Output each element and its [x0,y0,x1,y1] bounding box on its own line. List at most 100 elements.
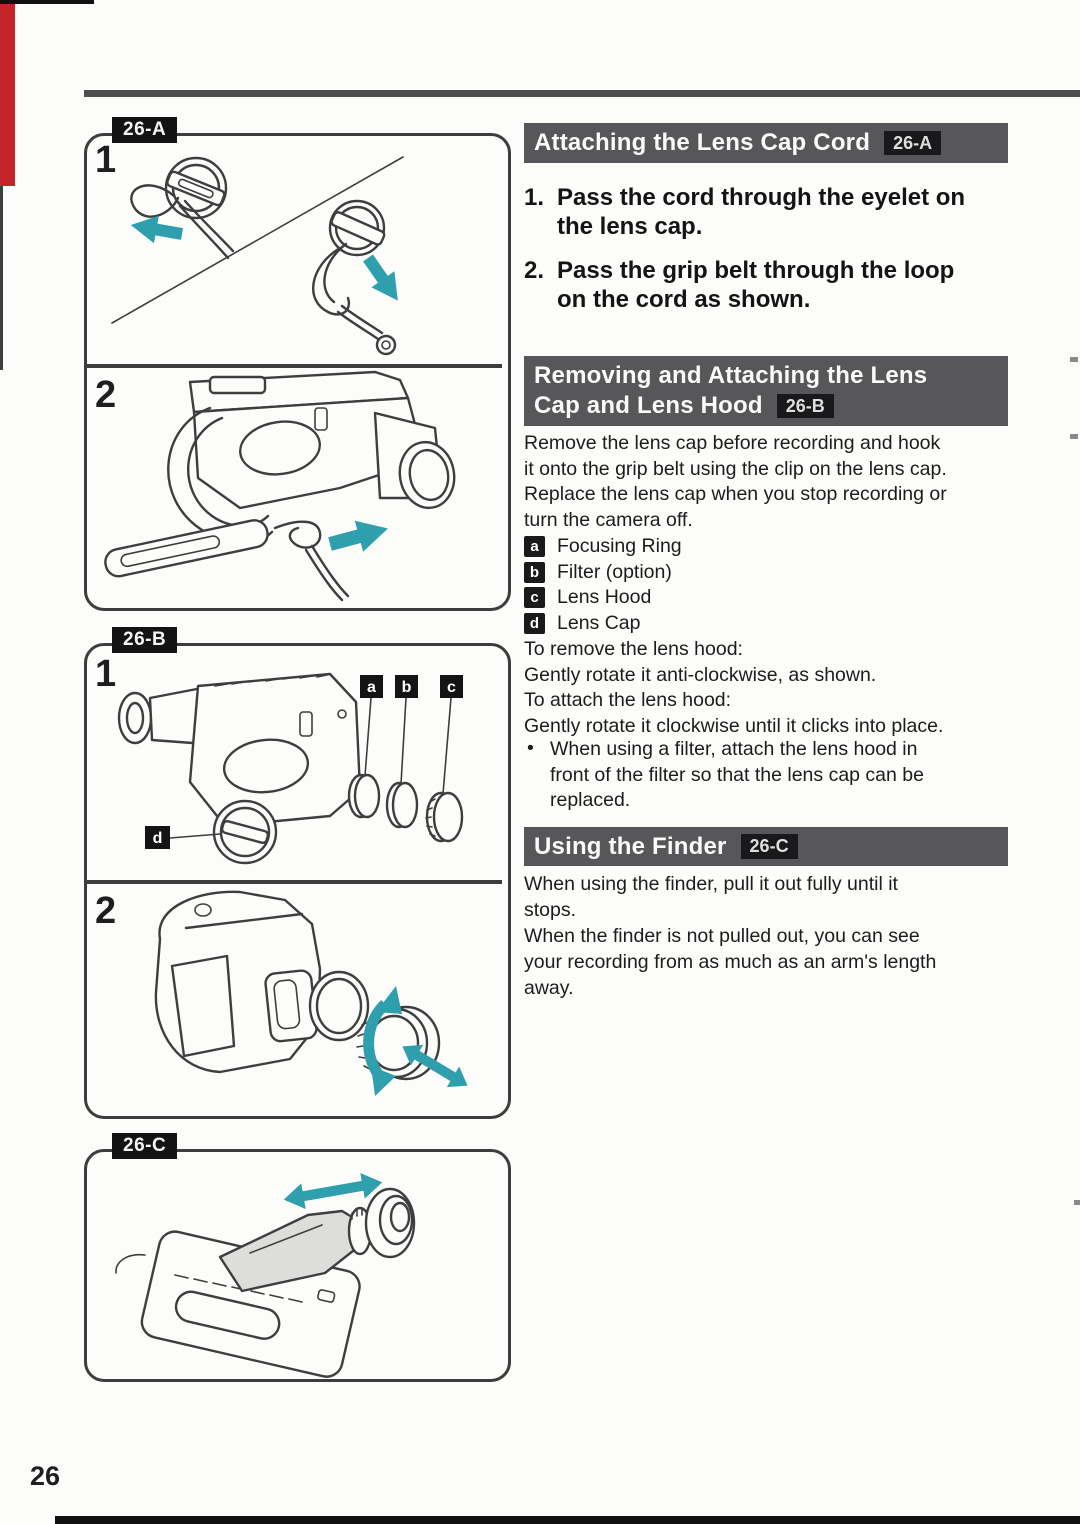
figure-panel-26b [84,643,511,1119]
panel-divider [87,364,502,368]
legend-key-box: d [524,612,545,634]
section-header-using-the-finder: Using the Finder 26-C [524,827,1008,866]
figure-tab-26c: 26-C [112,1133,178,1159]
lens-cap-drawing [130,156,235,260]
camcorder-drawing [117,672,362,828]
figure-tab-26a: 26-A [112,117,178,143]
camcorder-drawing [154,890,370,1074]
pull-push-arrow-icon [283,1172,383,1210]
paragraph-line: away. [524,977,574,999]
legend-key-box: b [524,561,545,583]
instruction-line: Gently rotate it clockwise until it clic… [524,714,944,737]
figure-step-number: 2 [95,890,117,932]
section-title: Attaching the Lens Cap Cord [534,129,871,156]
figure-step-number: 2 [95,374,117,416]
bullet-marker: • [527,737,534,759]
grip-belt-illustration [104,370,456,602]
paragraph-line: stops. [524,899,577,921]
focusing-ring-drawing [347,773,381,819]
panel-divider [87,880,502,884]
arrow-right-icon [328,520,388,552]
legend-label: Lens Cap [557,611,641,634]
instruction-line: Gently rotate it anti-clockwise, as show… [524,663,877,686]
finder-illustration [115,1172,416,1378]
note-line: When using a filter, attach the lens hoo… [550,738,918,760]
step-text-line: the lens cap. [557,213,703,240]
figure-panel-26c [84,1149,511,1382]
step-text-line: Pass the grip belt through the loop [557,257,955,284]
section-title: Using the Finder [534,832,727,860]
top-edge-bar [0,0,94,4]
lens-hood-ring-drawing [425,791,464,843]
paragraph-line: it onto the grip belt using the clip on … [524,457,947,480]
legend-label: Focusing Ring [557,535,682,557]
figure-ref-badge: 26-A [884,130,942,156]
note-line: replaced. [550,789,631,811]
step-text-line: on the cord as shown. [557,286,811,313]
arrow-down-right-icon [363,254,398,301]
paragraph-line: Remove the lens cap before recording and… [524,432,941,454]
camcorder-drawing [104,370,456,602]
figure-step-number: 1 [95,653,117,695]
section-title-line2: Cap and Lens Hood [534,392,763,419]
marker-letter-d: d [153,830,163,847]
scan-artifact [1074,1200,1080,1205]
filter-note: • When using a filter, attach the lens h… [524,737,924,814]
step-text-line: Pass the cord through the eyelet on [557,184,966,211]
paragraph-line: When the finder is not pulled out, you c… [524,925,920,947]
legend-label: Lens Hood [557,586,652,608]
lens-hood-rotation-illustration [154,890,468,1096]
marker-letter-c: c [447,679,456,696]
paragraph-finder: When using the finder, pull it out fully… [524,871,936,1001]
paragraph-line: your recording from as much as an arm's … [524,951,937,973]
step-number: 1. [524,184,545,211]
figure-ref-badge: 26-B [776,393,834,419]
section-header-removing-attaching-lens-cap-hood: Removing and Attaching the Lens Cap and … [524,356,1008,426]
marker-letter-a: a [367,679,376,696]
legend-item-focusing-ring: a Focusing Ring [524,534,682,560]
attach-detach-arrow-icon [402,1044,468,1088]
lens-cap-drawing [212,799,278,865]
section-header-attaching-lens-cap-cord: Attaching the Lens Cap Cord 26-A [524,123,1008,163]
parts-legend: a Focusing Ring b Filter (option) c Lens… [524,534,682,636]
instruction-step-2: 2. Pass the grip belt through the loop o… [524,256,954,314]
marker-box-b [395,675,418,698]
viewfinder-drawing [218,1187,416,1293]
hood-instructions: To remove the lens hood: Gently rotate i… [524,637,943,739]
paragraph-line: Replace the lens cap when you stop recor… [524,483,947,505]
figure-panel-26a [84,133,511,611]
section-title-line1: Removing and Attaching the Lens [534,362,928,389]
lens-cap-cord-illustration [111,156,404,356]
rotate-arrow-icon [363,986,402,1096]
marker-box-c [440,675,463,698]
marker-letter-b: b [402,679,412,696]
filter-ring-drawing [385,781,419,829]
legend-label: Filter (option) [557,560,672,583]
page-number: 26 [30,1461,61,1491]
arrow-left-icon [130,215,184,244]
marker-box-d [145,826,170,849]
legend-item-filter: b Filter (option) [524,560,682,586]
scan-artifact [1070,357,1078,362]
figure-tab-26b: 26-B [112,627,178,653]
bottom-edge-bar [55,1516,1080,1524]
lens-cap-cord-loop-drawing [312,199,397,356]
top-rule [84,90,1080,97]
paragraph-line: When using the finder, pull it out fully… [524,873,898,895]
lens-parts-illustration: a b c d [117,672,464,865]
legend-item-lens-hood: c Lens Hood [524,585,682,611]
figure-ref-badge: 26-C [740,834,798,859]
legend-key-box: a [524,536,545,558]
instruction-step-1: 1. Pass the cord through the eyelet on t… [524,183,965,241]
scan-artifact [1070,434,1078,439]
figure-step-number: 1 [95,139,117,181]
legend-key-box: c [524,587,545,609]
marker-box-a [360,675,383,698]
red-tab-strip [0,0,15,186]
paragraph-line: turn the camera off. [524,508,693,531]
instruction-line: To attach the lens hood: [524,689,732,711]
step-number: 2. [524,257,545,284]
paragraph-lens-cap: Remove the lens cap before recording and… [524,431,947,533]
legend-item-lens-cap: d Lens Cap [524,611,682,637]
